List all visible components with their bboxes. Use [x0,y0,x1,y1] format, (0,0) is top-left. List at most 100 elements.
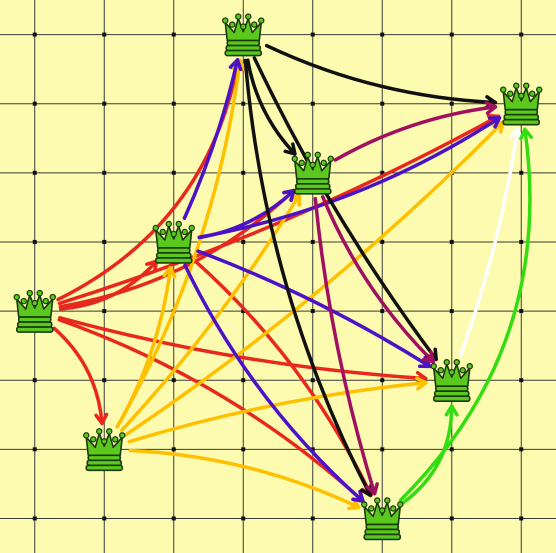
square-dot [102,101,107,106]
square-dot [380,309,385,314]
square-dot [519,32,524,37]
arrowhead-purple [228,58,243,72]
square-dot [171,447,176,452]
arrow-green [398,127,532,502]
arrowhead-green [444,404,459,417]
square-dot [241,170,246,175]
square-dot [519,170,524,175]
arrow-red [57,317,365,503]
queen-icon [152,220,195,264]
arrow-purple [197,116,502,240]
arrow-magenta [320,195,436,364]
arrowhead-white [509,127,524,141]
square-dot [310,309,315,314]
square-dot [241,239,246,244]
arrow-black [243,58,373,498]
square-dot [310,516,315,521]
square-dot [32,239,37,244]
square-dot [102,32,107,37]
square-dot [380,170,385,175]
queen-icon [291,151,334,195]
arrow-red [52,326,104,426]
square-dot [241,309,246,314]
arrow-purple [182,58,240,220]
arrow-yellow [127,380,428,444]
square-dot [310,447,315,452]
square-dot [449,516,454,521]
square-dot [519,378,524,383]
queen-icon [500,82,543,126]
square-dot [519,239,524,244]
square-dot [449,239,454,244]
arrow-black [265,43,498,105]
square-dot [32,516,37,521]
arrow-magenta [313,196,377,496]
square-dot [380,378,385,383]
square-dot [380,32,385,37]
square-dot [310,32,315,37]
square-dot [310,101,315,106]
square-dot [32,378,37,383]
square-dot [171,378,176,383]
square-dot [171,516,176,521]
arrowhead-purple [282,188,296,202]
queen-pieces [13,13,543,541]
square-dot [171,101,176,106]
arrowhead-magenta [421,350,436,364]
arrowhead-purple [487,116,502,129]
arrow-black [246,58,297,156]
arrowhead-yellow [415,376,428,391]
square-dot [32,32,37,37]
square-dot [241,516,246,521]
square-dot [171,32,176,37]
arrow-yellow [120,193,301,432]
square-dot [310,378,315,383]
square-dot [102,378,107,383]
arrowhead-yellow [162,265,177,279]
arrow-white [458,127,520,358]
square-dot [32,447,37,452]
arrowhead-red [94,412,109,426]
square-dot [449,32,454,37]
square-dot [449,101,454,106]
queen-icon [361,497,404,541]
square-dot [449,447,454,452]
square-dot [380,239,385,244]
square-dot [519,309,524,314]
square-dot [241,101,246,106]
square-dot [449,309,454,314]
square-dot [102,516,107,521]
arrow-black [252,56,438,362]
arrow-yellow [115,265,173,429]
arrow-yellow [128,448,361,510]
attack-arrows [52,43,534,511]
square-dot [241,447,246,452]
square-dot [32,170,37,175]
square-dot [102,309,107,314]
square-dot [241,378,246,383]
square-dot [32,101,37,106]
queen-icon [430,358,473,402]
square-dot [171,170,176,175]
queen-icon [222,13,265,57]
square-dot [310,239,315,244]
arrowhead-green [519,127,534,141]
arrowhead-purple [351,489,365,503]
square-dot [102,239,107,244]
queen-icon [13,289,56,333]
arrowhead-magenta [484,100,498,115]
arrow-red [58,316,428,381]
square-dot [380,101,385,106]
arrow-yellow [124,120,505,437]
arrow-purple [183,263,365,503]
arrow-purple [196,249,432,369]
square-dot [102,170,107,175]
square-dot [519,516,524,521]
arrow-magenta [333,105,498,162]
arrowhead-yellow [347,497,361,511]
arrowhead-black [283,142,297,156]
square-dot [380,447,385,452]
arrowhead-magenta [365,482,379,496]
